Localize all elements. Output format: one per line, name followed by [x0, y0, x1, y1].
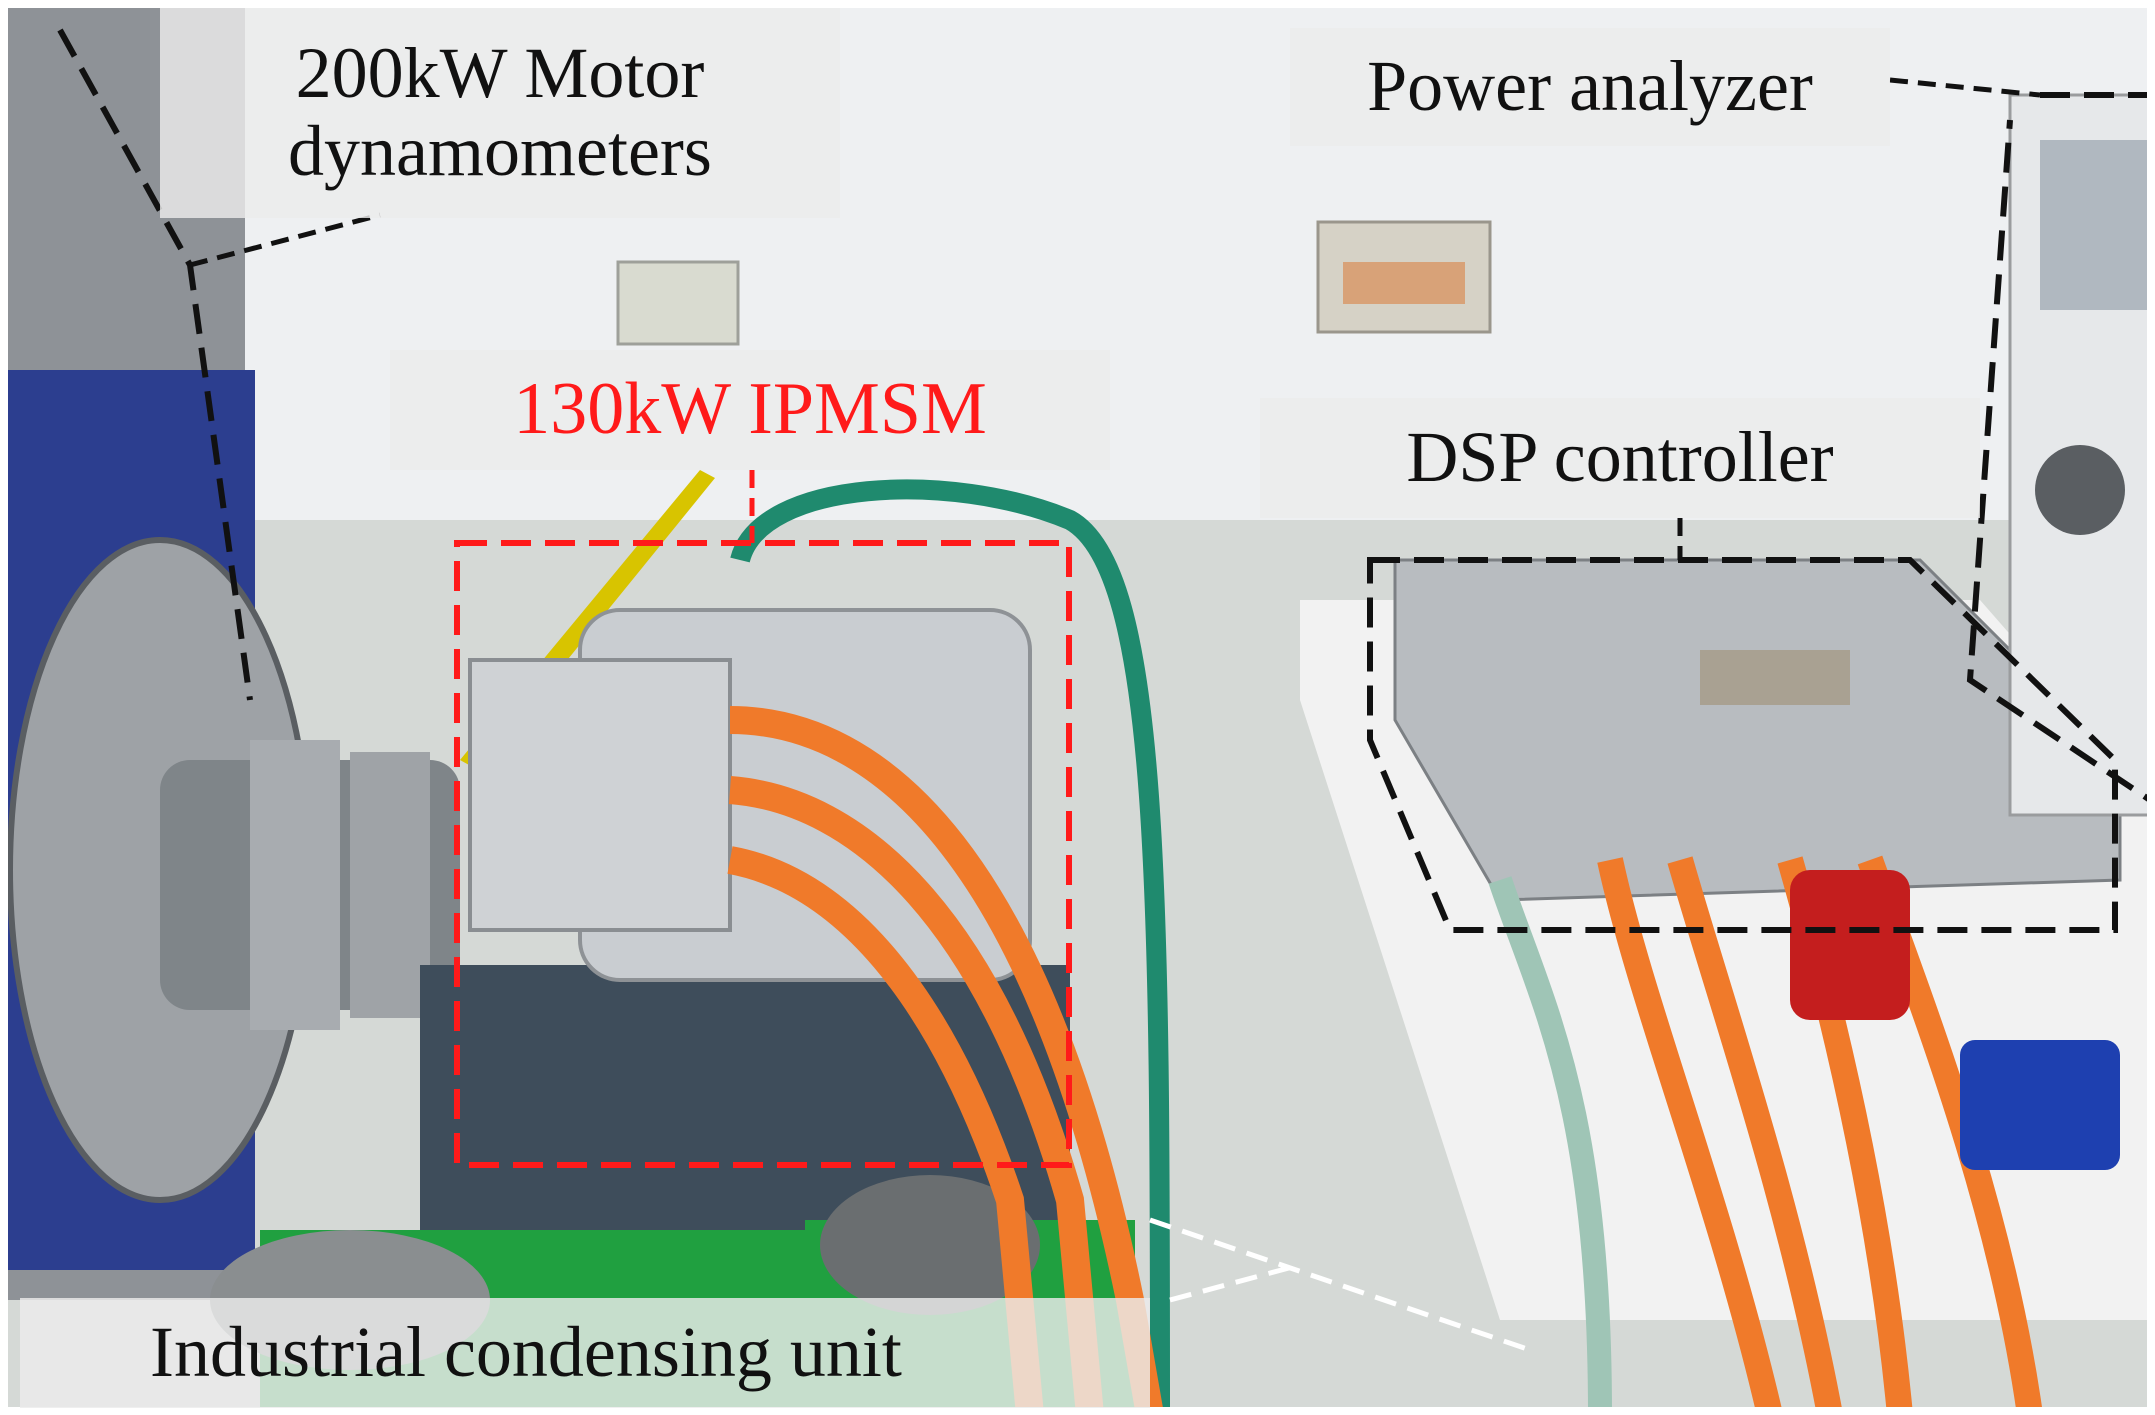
dynamometer-label: 200kW Motor dynamometers	[160, 8, 840, 218]
wall-outlet	[616, 260, 740, 346]
condensing-unit-label: Industrial condensing unit	[20, 1298, 1150, 1408]
power-analyzer-screen	[2040, 140, 2155, 310]
condenser-leader-line-2	[1169, 1262, 1301, 1303]
controller-label-text: DSP controller	[1406, 417, 1834, 498]
controller-housing	[1393, 558, 2122, 902]
motor-highlight-box	[454, 540, 1072, 1168]
phase-cable-1	[729, 706, 1164, 1415]
coupling-ring-2	[350, 752, 430, 1018]
phase-cable-3	[727, 846, 1044, 1415]
condensing-unit-label-text: Industrial condensing unit	[150, 1312, 902, 1393]
phase-cable-4	[1597, 857, 1783, 1415]
coolant-hose-1	[730, 479, 1170, 1415]
motor-junction-box	[468, 658, 732, 932]
current-sensor-blue	[1960, 1040, 2120, 1170]
motor-label: 130kW IPMSM	[390, 350, 1110, 470]
controller-label: DSP controller	[1260, 398, 1980, 518]
dynamometer-label-line1: 200kW Motor	[295, 33, 705, 114]
power-analyzer-label: Power analyzer	[1290, 28, 1890, 146]
controller-highlight-box	[1367, 557, 2118, 933]
controller-nameplate	[1700, 650, 1850, 705]
condenser-fitting	[820, 1175, 1040, 1315]
phase-cable-2	[728, 776, 1104, 1415]
power-analyzer-fan	[2035, 445, 2125, 535]
phase-cable-5	[1667, 856, 1843, 1415]
dynamometer-label-line2: dynamometers	[288, 111, 712, 191]
coupling-ring-1	[250, 740, 340, 1030]
wall-switch-panel	[1343, 262, 1465, 304]
motor-label-text: 130kW IPMSM	[513, 368, 987, 451]
dynamometer-leader-line	[189, 212, 381, 268]
current-sensor-red	[1790, 870, 1910, 1020]
power-analyzer-label-text: Power analyzer	[1367, 46, 1813, 127]
power-analyzer-leader-line	[1889, 77, 2041, 98]
